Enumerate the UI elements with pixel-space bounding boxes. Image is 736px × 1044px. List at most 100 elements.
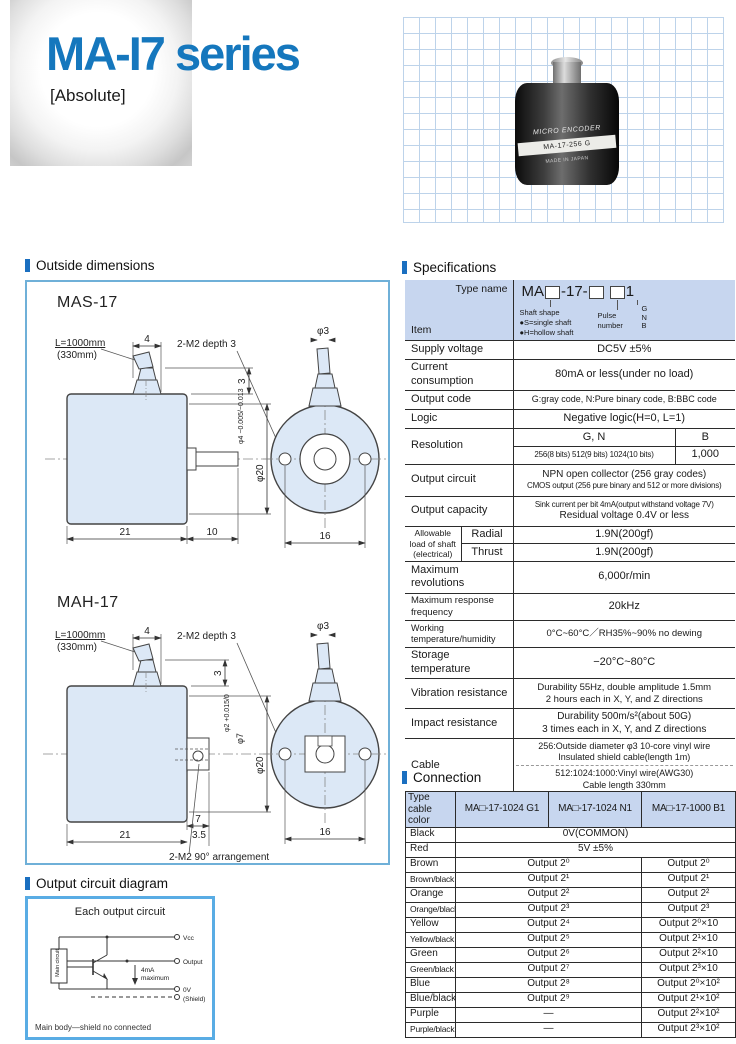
spec-row-label: Logic (405, 409, 514, 429)
svg-text:φ3: φ3 (317, 326, 329, 337)
connection-table: Type cable color MA□-17-1024 G1 MA□-17-1… (405, 791, 736, 1038)
spec-row-label: Resolution (405, 428, 514, 465)
section-title: Connection (413, 770, 482, 785)
spec-row-value: 20kHz (512, 592, 735, 622)
encoder-image: MICRO ENCODER MA-17-256 G MADE IN JAPAN (515, 57, 619, 187)
type-code: MA -17- 1 (522, 283, 635, 302)
spec-row-value: −20°C~80°C (512, 646, 735, 680)
spec-load-thrust-label: Thrust (461, 543, 514, 562)
svg-text:φ2 +0.015/0: φ2 +0.015/0 (224, 694, 231, 732)
svg-text:φ4 −0.005/−0.013: φ4 −0.005/−0.013 (238, 388, 245, 444)
spec-row-value: 6,000r/min (512, 561, 735, 594)
type-code-suffix: 1 (625, 283, 635, 300)
spec-row-label: Supply voltage (405, 339, 514, 360)
type-name-label: Type name (455, 283, 508, 295)
type-code-box2 (588, 285, 604, 299)
svg-text:(Shield): (Shield) (183, 996, 205, 1003)
spec-header-typecode-cell: MA-17-1 Shaft shape ●S=single shaft ●H=h… (513, 280, 735, 341)
svg-text:0V: 0V (183, 987, 192, 994)
svg-text:Output: Output (183, 959, 203, 966)
svg-text:3: 3 (237, 378, 248, 384)
svg-text:4mA: 4mA (141, 967, 155, 974)
dimensions-box: MAS-17 L=1000mm (330mm) (25, 280, 390, 865)
connector-line (616, 300, 618, 310)
svg-text:2-M2 90° arrangement: 2-M2 90° arrangement (169, 852, 269, 863)
drawing-name-mah17: MAH-17 (57, 594, 119, 611)
section-title: Specifications (413, 260, 497, 275)
svg-text:φ20: φ20 (255, 756, 266, 774)
spec-row-label: Allowable load of shaft (electrical) (405, 525, 462, 562)
type-code-prefix: MA (521, 283, 545, 300)
spec-load-radial-label: Radial (460, 525, 514, 545)
output-circuit-box: Each output circuit Main circuit (25, 896, 215, 1040)
spec-row-value: NPN open collector (256 gray codes) CMOS… (512, 463, 735, 497)
dashed-divider (515, 765, 733, 767)
spec-row-value: Durability 500m/s²(about 50G) 3 times ea… (512, 708, 735, 740)
spec-row-label: Storage temperature (405, 646, 514, 680)
product-photo: MICRO ENCODER MA-17-256 G MADE IN JAPAN (403, 17, 724, 223)
mas17-drawing: L=1000mm (330mm) 4 2-M2 depth 3 3 φ4 −0.… (45, 326, 387, 548)
encoder-shaft (553, 62, 581, 86)
svg-text:φ7: φ7 (235, 733, 245, 744)
spec-row-label: Output capacity (405, 495, 514, 527)
spec-cable-value: 256:Outside diameter φ3 10-core vinyl wi… (512, 738, 735, 794)
conn-row: Purple —Output 2²×10² (405, 1006, 736, 1023)
section-connection: Connection (402, 770, 481, 785)
spec-load-thrust-value: 1.9N(200gf) (512, 543, 735, 562)
mah17-drawing: L=1000mm (330mm) 4 2-M2 depth 3 3 φ2 +0.… (43, 621, 387, 863)
type-code-box1 (545, 285, 560, 299)
page-title: MA-I7 series (46, 27, 301, 80)
gnb-note: G N B (641, 304, 648, 331)
spec-header-item-cell: Type name Item (405, 280, 514, 341)
section-marker (25, 877, 30, 890)
svg-text:16: 16 (319, 531, 331, 542)
encoder-body: MICRO ENCODER MA-17-256 G MADE IN JAPAN (515, 83, 619, 185)
connector-line (636, 300, 638, 305)
circuit-diagram: Main circuit 4mA maximum (50, 934, 205, 1003)
svg-text:7: 7 (195, 814, 201, 825)
page-subtitle: [Absolute] (50, 86, 126, 105)
spec-row-value: Sink current per bit 4mA(output withstan… (512, 495, 735, 527)
svg-text:10: 10 (206, 527, 218, 538)
svg-text:4: 4 (144, 626, 150, 637)
spec-row-value: G:gray code, N:Pure binary code, B:BBC c… (512, 390, 735, 410)
spec-row-label: Output circuit (405, 463, 514, 497)
conn-row: Black 0V(COMMON) (405, 826, 736, 843)
spec-row-label: Maximum revolutions (405, 561, 514, 594)
svg-text:2-M2 depth 3: 2-M2 depth 3 (177, 339, 236, 350)
spec-row-label: Output code (405, 390, 514, 410)
spec-resolution-gn-head: G, N (512, 428, 676, 447)
spec-resolution-gn-val: 256(8 bits) 512(9 bits) 1024(10 bits) (513, 445, 676, 465)
svg-text:4: 4 (144, 334, 150, 345)
conn-row: Purple/black —Output 2³×10² (405, 1021, 736, 1038)
spec-row-value: 0°C~60°C／RH35%~90% no dewing (512, 620, 735, 648)
svg-text:φ20: φ20 (255, 464, 266, 482)
specifications-table: Type name Item MA-17-1 Shaft shape ●S=si… (405, 280, 735, 813)
svg-text:Main circuit: Main circuit (55, 949, 61, 977)
section-title: Output circuit diagram (36, 876, 169, 891)
type-code-mid: -17- (561, 283, 588, 300)
svg-text:L=1000mm: L=1000mm (55, 338, 105, 349)
spec-row-value: DC5V ±5% (512, 339, 735, 360)
spec-row-value: Negative logic(H=0, L=1) (512, 409, 735, 429)
svg-text:φ3: φ3 (317, 621, 329, 632)
svg-text:3.5: 3.5 (192, 830, 206, 841)
title-sphere-graphic (10, 0, 192, 166)
svg-text:16: 16 (319, 827, 331, 838)
svg-text:21: 21 (119, 830, 131, 841)
section-output-circuit: Output circuit diagram (25, 876, 168, 891)
svg-text:Vcc: Vcc (183, 935, 195, 942)
section-marker (402, 771, 407, 784)
conn-header-model-n1: MA□-17-1024 N1 (548, 791, 642, 828)
conn-header-model-g1: MA□-17-1024 G1 (455, 791, 549, 828)
spec-resolution-b-val: 1,000 (674, 445, 735, 465)
svg-text:(330mm): (330mm) (57, 350, 97, 361)
section-marker (402, 261, 407, 274)
spec-row-label: Cable (405, 738, 514, 794)
